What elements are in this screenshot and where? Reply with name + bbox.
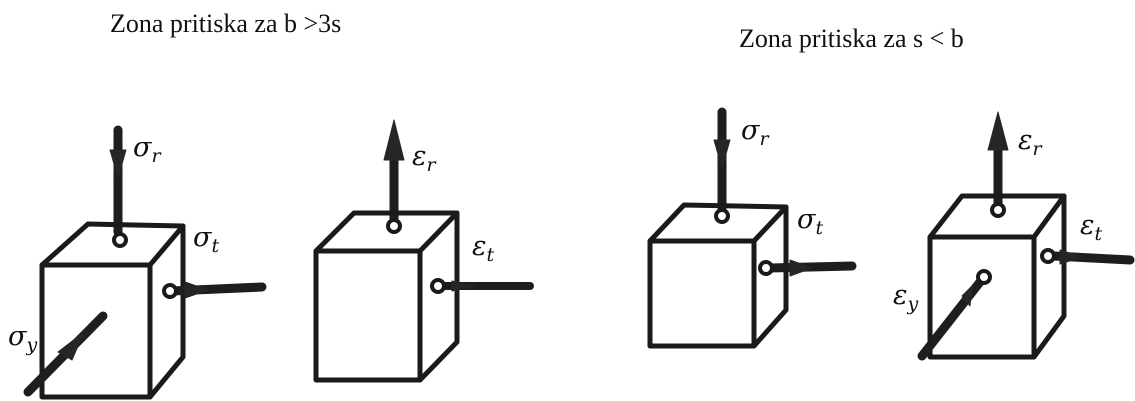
label-sigma-t: σt (193, 222, 220, 257)
eps-t-attachment (1040, 248, 1056, 264)
eps-r-arrowhead (987, 111, 1009, 151)
cube-outline (647, 202, 789, 349)
panel-left-title: Zona pritiska za b >3s (110, 9, 342, 38)
cube-strain-left (313, 119, 534, 383)
eps-t-attachment (430, 278, 446, 294)
eps-t-arrowhead (1059, 249, 1083, 265)
cube-outline (39, 221, 186, 400)
cube-stress-right (647, 107, 857, 349)
eps-y-attachment (976, 269, 992, 285)
sigma-t-arrowhead (789, 259, 813, 277)
cube-strain-right (917, 111, 1135, 361)
eps-t-arrowhead (451, 280, 477, 292)
sigma-t-arrowhead (184, 281, 209, 299)
label-eps-r: εr (1018, 125, 1042, 160)
cube-outline (313, 210, 460, 383)
eps-r-attachment (386, 218, 402, 234)
label-sigma-r: σr (133, 132, 161, 167)
label-eps-r: εr (412, 141, 436, 176)
sigma-r-attachment (112, 232, 128, 248)
sigma-t-attachment (758, 260, 774, 276)
eps-y-arrowhead (961, 285, 973, 307)
sigma-t-rod (765, 261, 857, 273)
sigma-r-attachment (714, 208, 730, 224)
sigma-r-arrowhead (713, 139, 731, 169)
sigma-r-arrowhead (109, 149, 127, 179)
label-eps-y: εy (893, 280, 919, 315)
label-sigma-r: σr (741, 115, 769, 150)
label-eps-t: εt (472, 231, 495, 266)
label-sigma-y: σy (8, 321, 38, 356)
panel-right-title: Zona pritiska za s < b (739, 24, 964, 53)
eps-r-attachment (990, 202, 1006, 218)
cube-stress-left (23, 125, 267, 400)
label-eps-t: εt (1080, 210, 1103, 245)
label-sigma-t: σt (797, 204, 824, 239)
sigma-t-attachment (162, 283, 178, 299)
sigma-y-arrowhead (57, 331, 85, 361)
eps-r-arrowhead (383, 119, 405, 161)
cube-outline (927, 193, 1067, 360)
